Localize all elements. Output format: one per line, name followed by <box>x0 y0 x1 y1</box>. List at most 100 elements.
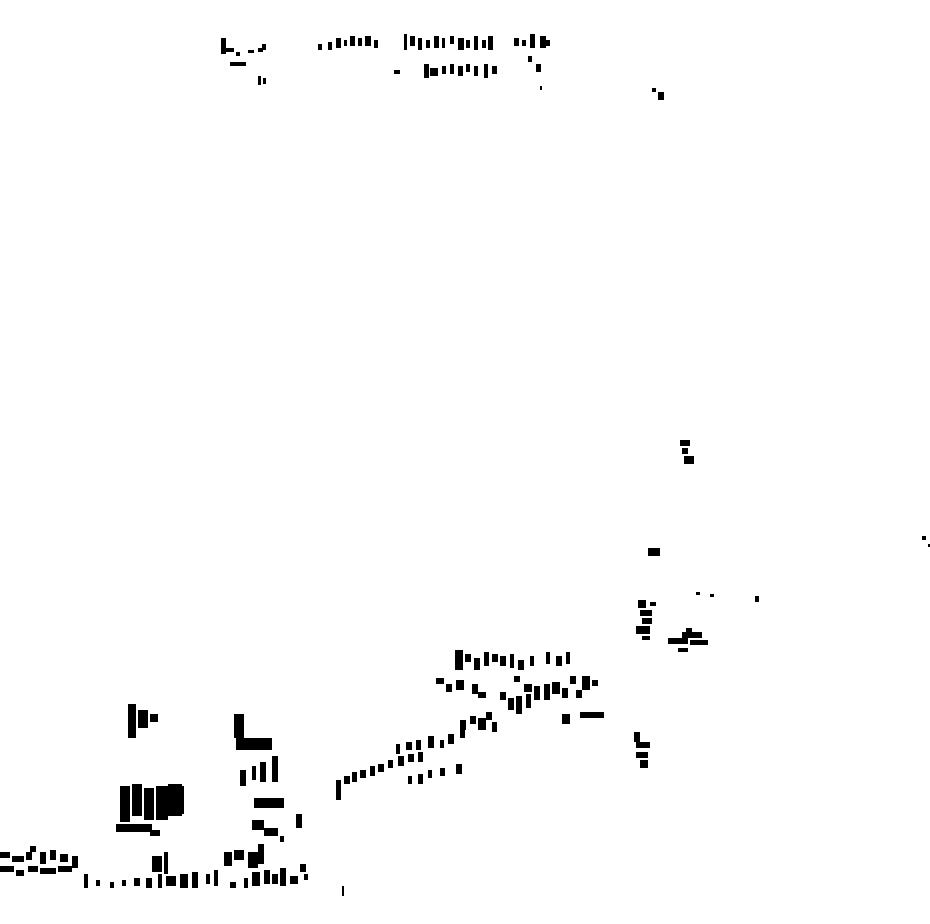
building-footprint <box>156 786 168 820</box>
building-footprint <box>374 40 378 48</box>
building-footprint <box>180 874 188 888</box>
building-footprint <box>236 52 240 56</box>
building-footprint <box>252 820 264 830</box>
building-footprint <box>650 602 656 606</box>
building-footprint <box>562 714 570 724</box>
building-footprint <box>272 756 278 782</box>
building-footprint <box>570 676 576 684</box>
building-footprint <box>576 690 582 698</box>
building-footprint <box>428 736 434 748</box>
building-footprint <box>234 850 244 860</box>
building-footprint <box>528 56 532 62</box>
building-footprint <box>224 852 232 866</box>
building-footprint <box>652 88 656 92</box>
building-footprint <box>514 38 519 46</box>
building-footprint <box>530 34 535 48</box>
building-footprint <box>482 40 486 48</box>
building-footprint <box>116 824 152 832</box>
building-footprint <box>221 38 226 54</box>
building-footprint <box>544 684 550 700</box>
building-footprint <box>658 92 664 100</box>
building-footprint <box>690 640 708 645</box>
building-footprint <box>230 882 236 888</box>
building-footprint <box>530 656 534 666</box>
building-footprint <box>418 774 423 784</box>
building-footprint <box>244 878 248 888</box>
building-footprint <box>442 38 445 48</box>
building-footprint <box>150 714 158 722</box>
building-footprint <box>474 658 480 670</box>
building-footprint <box>648 548 660 556</box>
building-footprint <box>526 694 531 708</box>
building-footprint <box>522 40 526 46</box>
building-footprint <box>248 852 258 868</box>
building-footprint <box>636 752 648 758</box>
building-footprint <box>146 878 152 888</box>
building-footprint <box>434 36 439 48</box>
building-footprint <box>132 784 142 816</box>
building-footprint <box>534 686 540 700</box>
building-footprint <box>642 636 650 640</box>
building-footprint <box>304 874 308 880</box>
building-footprint <box>440 768 445 776</box>
building-footprint <box>214 870 218 886</box>
building-footprint <box>344 776 350 784</box>
building-footprint <box>138 710 148 728</box>
building-footprint <box>230 62 246 66</box>
building-footprint <box>500 656 506 666</box>
building-footprint <box>406 742 412 750</box>
building-footprint <box>466 40 470 48</box>
building-footprint <box>418 38 422 50</box>
building-footprint <box>478 718 486 730</box>
building-footprint <box>562 688 568 698</box>
building-footprint <box>474 36 478 50</box>
building-footprint <box>552 682 560 694</box>
building-footprint <box>684 456 694 464</box>
building-footprint <box>30 846 36 852</box>
building-footprint <box>58 866 72 872</box>
building-footprint <box>258 844 264 864</box>
building-footprint <box>456 764 462 774</box>
building-footprint <box>344 40 347 46</box>
building-footprint <box>370 766 375 776</box>
building-footprint <box>446 684 452 692</box>
building-footprint <box>280 836 284 842</box>
building-footprint <box>458 38 464 50</box>
building-footprint <box>164 852 168 874</box>
building-footprint <box>450 36 454 44</box>
building-footprint <box>508 698 514 710</box>
building-footprint <box>642 618 652 624</box>
building-footprint <box>272 874 278 884</box>
building-footprint <box>474 66 478 76</box>
building-footprint <box>396 744 400 754</box>
building-footprints <box>0 34 930 896</box>
building-footprint <box>110 882 114 888</box>
building-footprint <box>300 864 306 872</box>
building-footprint <box>492 66 497 74</box>
building-footprint <box>408 754 414 762</box>
building-footprint <box>460 730 465 738</box>
building-footprint <box>668 638 688 644</box>
building-footprint <box>365 36 371 46</box>
building-footprint <box>350 36 355 46</box>
building-footprint <box>404 34 407 50</box>
building-footprint <box>536 64 541 72</box>
building-footprint <box>580 712 604 718</box>
building-footprint <box>263 78 266 84</box>
building-footprint <box>465 654 471 662</box>
building-footprint <box>176 786 184 814</box>
building-footprint <box>26 852 32 860</box>
building-footprint <box>460 720 466 730</box>
building-footprint <box>12 856 24 862</box>
building-footprint <box>166 876 176 886</box>
building-footprint <box>258 76 261 85</box>
building-footprint <box>634 732 640 742</box>
building-footprint <box>122 880 126 886</box>
building-footprint <box>682 632 702 638</box>
building-footprint <box>336 780 341 800</box>
building-footprint <box>144 788 154 820</box>
building-footprint <box>28 866 38 872</box>
building-footprint <box>556 656 562 666</box>
building-footprint <box>455 650 463 670</box>
building-footprint <box>456 680 464 690</box>
